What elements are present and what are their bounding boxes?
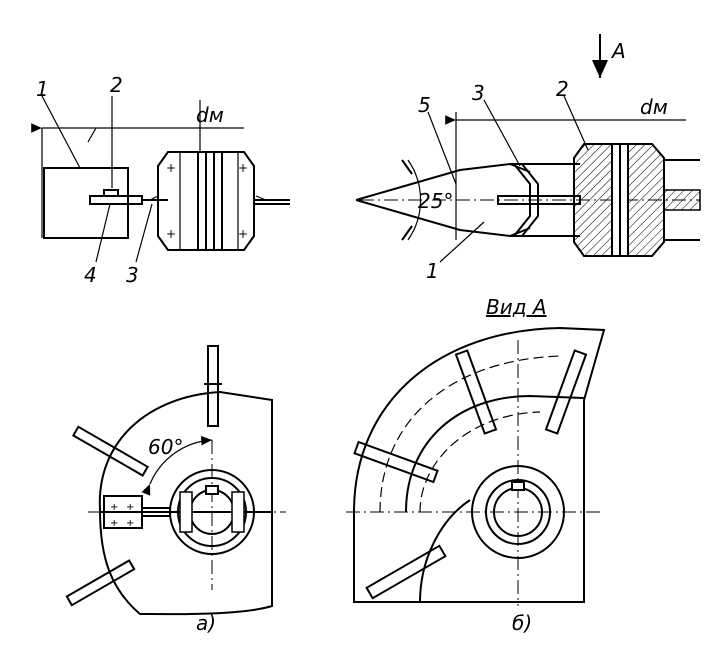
disc-inner-ring-b [405,394,585,513]
view-title: Вид А [486,295,547,319]
side-view-b: A dм 25° 5 3 2 1 [355,34,701,283]
leader-3-b [483,99,521,167]
cone-lower-b [355,199,531,238]
weld-b-a [149,195,159,201]
plus-mark: + [166,161,176,175]
plus-mark: + [110,502,118,513]
label-3-b: 3 [472,81,485,105]
dashed-ring-inner-b [419,411,541,513]
hub-mid-b [485,479,551,545]
caption-a: а) [196,611,216,635]
label-2-b: 2 [556,77,569,101]
screw-4-a [103,189,119,197]
label-5-b: 5 [418,93,431,117]
view-a-b: Вид А б) [346,295,606,635]
plus-mark: + [238,227,248,241]
hub-outer-a [169,469,255,555]
label-4-a: 4 [84,263,97,287]
label-A: A [610,39,626,63]
knife-b-4 [365,544,447,600]
plus-mark: + [110,518,118,529]
label-angle-60: 60° [148,435,183,459]
leader-3-a [135,203,153,263]
angle-arrow-bottom [401,225,413,241]
plus-mark: + [126,502,134,513]
dashed-ring-outer-b [379,355,561,513]
label-2-a: 2 [110,73,123,97]
knife-left-a [71,425,150,477]
disc-outline-b [353,326,606,603]
label-angle-25: 25° [418,189,453,213]
dim-tick-a [87,127,97,143]
rotor-2-a [157,151,255,251]
label-3-a: 3 [126,263,139,287]
leader-1-b [439,221,485,263]
leader-5-b [427,111,457,185]
label-1-a: 1 [36,77,49,101]
knife-top-a [204,345,222,427]
leader-2-b [563,95,589,151]
hub-lug-right-a [231,491,245,533]
plus-mark: + [126,518,134,529]
plan-view-a: + + + + 60° а) [65,345,286,635]
shaft-hatch-b [663,189,701,211]
label-dm-a: dм [196,103,224,127]
knife-bottom-a [65,559,136,607]
leader-1-a [41,95,81,169]
angle-arc-b [407,159,422,241]
label-1-b: 1 [426,259,439,283]
hub-lug-left-a [179,491,193,533]
hub-key-b [511,481,525,491]
plus-mark: + [166,227,176,241]
angle-arc-60 [141,435,213,496]
disc-arc-b [419,499,471,603]
knife-b-2 [544,349,588,435]
plus-mark: + [238,161,248,175]
label-dm-b: dм [640,95,668,119]
caption-b: б) [512,611,532,635]
knife-plate-a [89,195,143,205]
angle-arrow-top [401,159,413,175]
side-view-a: + + + + 1 2 3 4 dм [31,73,290,287]
hub-key-a [205,485,219,495]
leader-4-a [95,203,111,263]
hub-mid-a [177,477,247,547]
hub-outer-b [471,465,565,559]
knife-b-3 [353,440,439,484]
cone-upper-b [355,162,531,201]
block-4-a [103,495,143,529]
weld-a [255,195,267,201]
disc-outline-a [98,390,273,616]
knife-b-1 [454,349,498,435]
